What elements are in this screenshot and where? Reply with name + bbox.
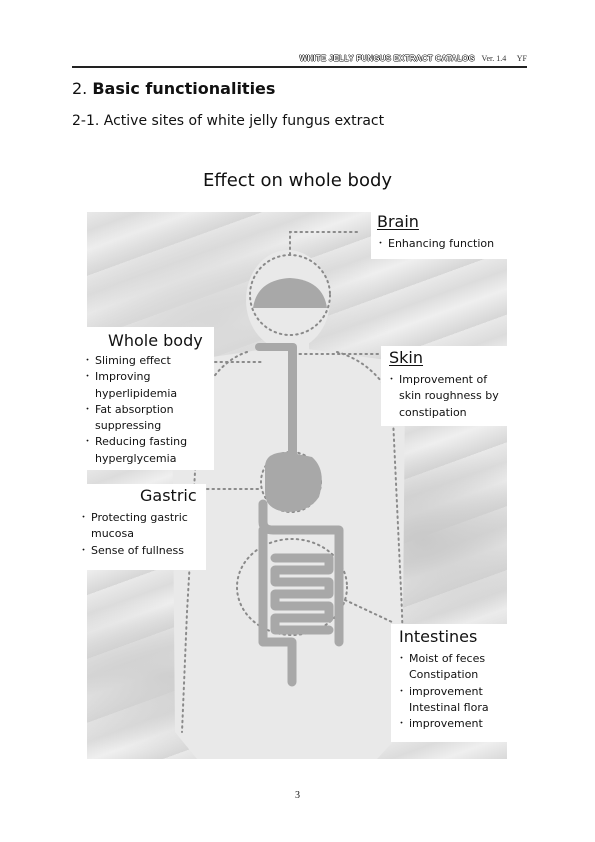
- intestine-region-outline: [236, 538, 348, 636]
- intestine-organ: [258, 525, 344, 687]
- intestines-effects: Moist of feces Constipation improvement …: [397, 651, 489, 733]
- whole-body-effects: Sliming effect Improving hyperlipidemia …: [83, 353, 187, 467]
- intestines-leader-line: [344, 599, 393, 623]
- list-item: constipation: [399, 405, 467, 419]
- intestines-heading: Intestines: [399, 627, 478, 646]
- list-item: Enhancing function: [376, 236, 494, 253]
- skin-effects: Improvement of skin roughness by constip…: [387, 372, 499, 421]
- list-item: Reducing fasting: [83, 434, 187, 451]
- list-item: mucosa: [91, 527, 134, 541]
- list-item: improvement: [397, 716, 489, 733]
- list-item: Improvement of: [387, 372, 499, 389]
- brain-organ: [253, 278, 327, 308]
- stomach-organ: [265, 452, 322, 512]
- gastric-label: Gastric Protecting gastric mucosa Sense …: [78, 484, 206, 570]
- list-item: Fat absorption: [83, 402, 187, 419]
- organs: [253, 278, 328, 535]
- subsection-title: 2-1. Active sites of white jelly fungus …: [72, 113, 385, 129]
- section-number: 2.: [72, 79, 88, 98]
- brain-leader-line: [289, 231, 358, 256]
- esophagus: [288, 343, 297, 463]
- list-item: skin roughness by: [399, 389, 499, 403]
- section-heading: Basic functionalities: [92, 79, 276, 98]
- page-header: WHITE JELLY FUNGUS EXTRACT CATALOG Ver. …: [72, 53, 527, 68]
- list-item: hyperlipidemia: [95, 386, 178, 400]
- whole-body-label: Whole body Sliming effect Improving hype…: [82, 327, 214, 470]
- gastric-effects: Protecting gastric mucosa Sense of fulln…: [79, 510, 188, 560]
- skin-heading: Skin: [389, 348, 424, 367]
- list-item: hyperglycemia: [95, 451, 177, 465]
- skin-label: Skin Improvement of skin roughness by co…: [381, 346, 508, 426]
- author-label: YF: [516, 54, 527, 63]
- brain-label: Brain Enhancing function: [371, 210, 508, 259]
- list-item: Sense of fullness: [79, 543, 188, 560]
- catalog-title: WHITE JELLY FUNGUS EXTRACT CATALOG: [299, 54, 475, 63]
- esophagus-top: [255, 343, 295, 351]
- intestines-label: Intestines Moist of feces Constipation i…: [391, 624, 509, 742]
- list-item: Improving: [83, 369, 187, 386]
- version-label: Ver. 1.4: [481, 54, 507, 63]
- list-item: suppressing: [95, 419, 162, 433]
- figure-title: Effect on whole body: [202, 170, 393, 191]
- brain-effects: Enhancing function: [376, 236, 494, 253]
- section-title: 2. Basic functionalities: [72, 79, 275, 98]
- list-item: Sliming effect: [83, 353, 187, 370]
- page-number: 3: [295, 790, 300, 801]
- list-item: Intestinal flora: [409, 700, 489, 714]
- list-item: improvement: [397, 684, 489, 701]
- list-item: Constipation: [409, 668, 479, 682]
- body-diagram: [171, 231, 406, 759]
- body-illustration: [87, 212, 507, 759]
- list-item: Moist of feces: [397, 651, 489, 668]
- gastric-heading: Gastric: [140, 486, 197, 505]
- list-item: Protecting gastric: [79, 510, 188, 527]
- whole-body-heading: Whole body: [108, 331, 203, 350]
- brain-heading: Brain: [377, 212, 419, 231]
